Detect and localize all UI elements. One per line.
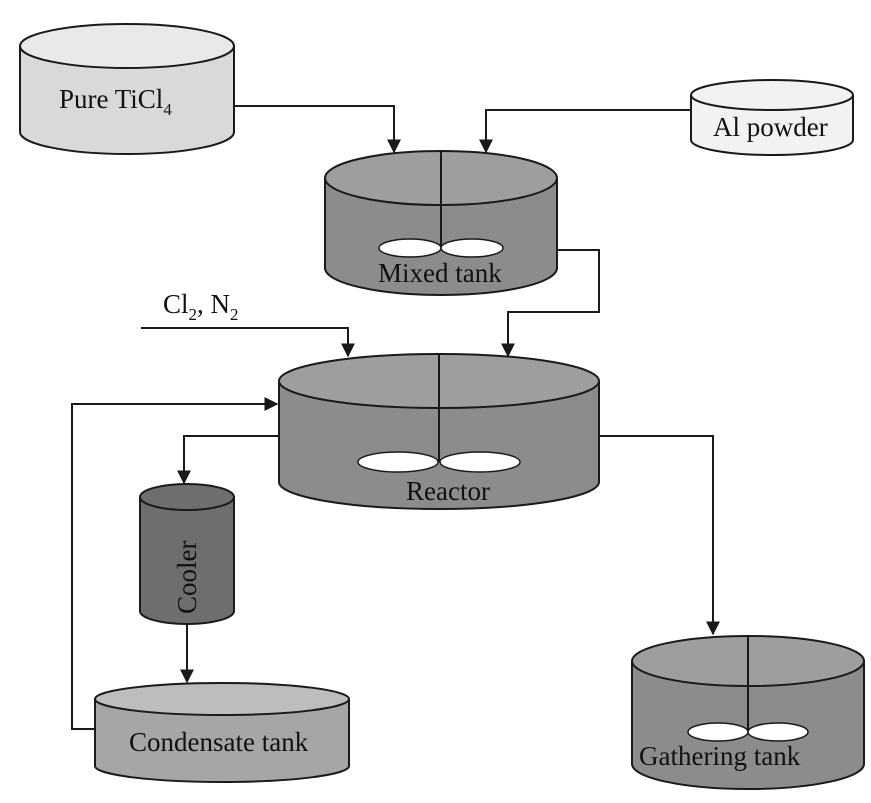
arrow-ticl4-to-mixed-tank xyxy=(234,105,401,154)
mixed-tank: Mixed tank xyxy=(324,150,558,296)
condensate-tank: Condensate tank xyxy=(94,682,350,783)
mixed-tank-impeller-left xyxy=(378,238,442,258)
gas-feed-label: Cl2, N2 xyxy=(163,289,239,324)
arrow-mixed-tank-to-reactor xyxy=(501,249,600,358)
arrow-reactor-to-gathering-tank xyxy=(599,435,720,636)
al-powder-tank-top xyxy=(690,79,854,111)
reactor: Reactor xyxy=(278,353,600,510)
arrow-condensate-recycle-to-reactor xyxy=(71,397,279,730)
condensate-tank-body xyxy=(94,699,350,783)
reactor-impeller-right xyxy=(439,451,521,473)
arrow-al-powder-to-mixed-tank xyxy=(479,109,691,154)
cooler-top xyxy=(139,483,235,511)
gathering-tank-impeller-left xyxy=(687,722,749,742)
al-powder-tank-body xyxy=(690,95,854,156)
al-powder-label: Al powder xyxy=(713,112,828,142)
gathering-tank-label: Gathering tank xyxy=(639,741,801,771)
gathering-tank-impeller-right xyxy=(747,722,809,742)
reactor-impeller-left xyxy=(357,451,439,473)
condensate-tank-top xyxy=(94,682,350,716)
arrow-gas-feed-to-reactor xyxy=(141,327,355,358)
cooler-label: Cooler xyxy=(172,541,202,615)
gathering-tank: Gathering tank xyxy=(631,635,865,790)
mixed-tank-impeller-right xyxy=(440,238,504,258)
cooler: Cooler xyxy=(139,483,235,625)
arrow-reactor-to-cooler xyxy=(177,435,279,485)
reactor-label: Reactor xyxy=(406,476,490,506)
pure-ticl4-tank: Pure TiCl4 xyxy=(19,23,235,155)
al-powder-tank: Al powder xyxy=(690,79,854,156)
condensate-tank-label: Condensate tank xyxy=(129,727,309,757)
mixed-tank-label: Mixed tank xyxy=(378,258,502,288)
pure-ticl4-tank-top xyxy=(19,23,235,69)
pure-ticl4-tank-body xyxy=(19,46,235,155)
pure-ticl4-label: Pure TiCl4 xyxy=(59,84,172,119)
